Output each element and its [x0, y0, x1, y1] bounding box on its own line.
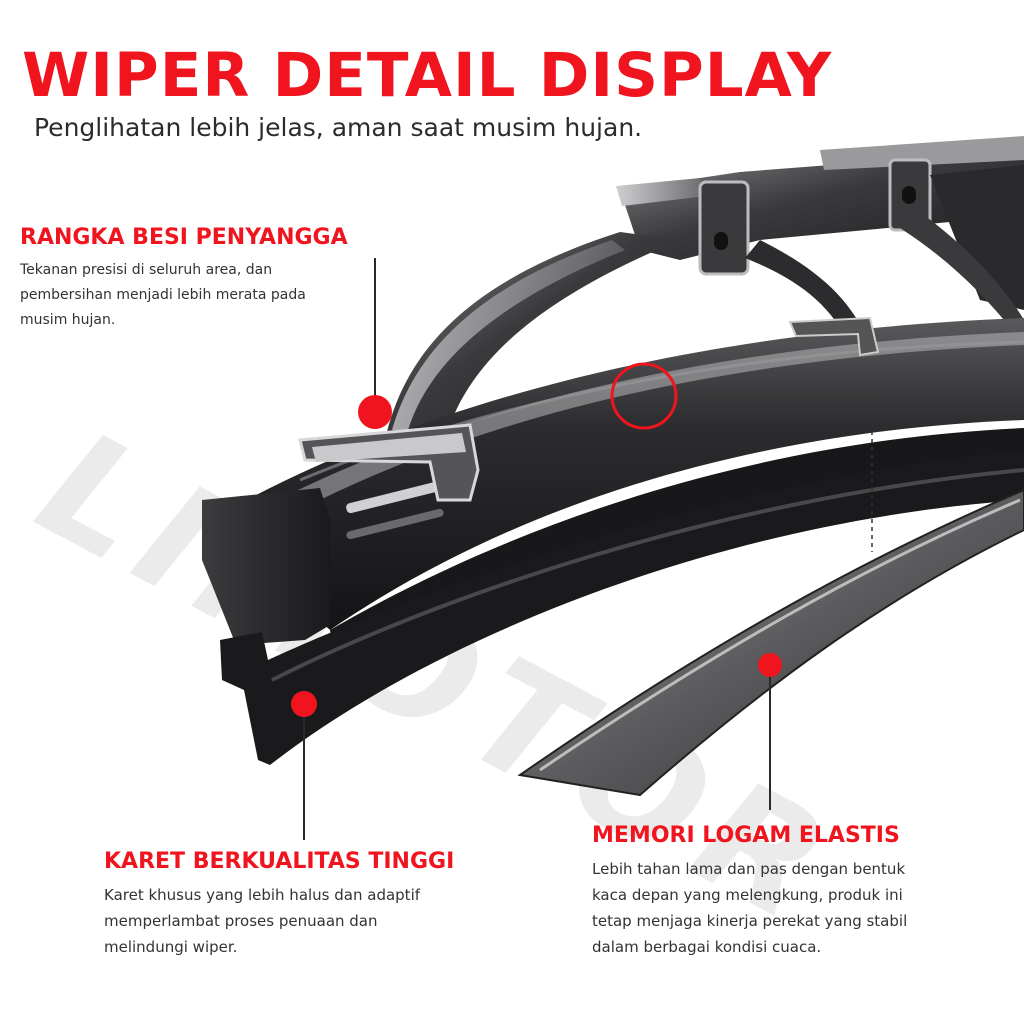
callout-metal: MEMORI LOGAM ELASTIS Lebih tahan lama da… [592, 822, 1002, 960]
callout-rubber-text: Karet khusus yang lebih halus dan adapti… [104, 882, 544, 960]
frame-marker-dot [358, 395, 392, 429]
callout-frame-line: musim hujan. [20, 312, 116, 328]
callout-rubber-line: memperlambat proses penuaan dan [104, 912, 378, 930]
zoom-highlight-circle [610, 362, 678, 430]
wiper-blade [202, 316, 1024, 690]
callout-rubber-line: Karet khusus yang lebih halus dan adapti… [104, 886, 421, 904]
callout-metal-line: dalam berbagai kondisi cuaca. [592, 938, 822, 956]
callout-metal-line: kaca depan yang melengkung, produk ini [592, 886, 903, 904]
callout-metal-text: Lebih tahan lama dan pas dengan bentuk k… [592, 856, 1002, 960]
callout-metal-line: tetap menjaga kinerja perekat yang stabi… [592, 912, 908, 930]
rubber-squeegee [220, 450, 1024, 765]
callout-frame: RANGKA BESI PENYANGGA Tekanan presisi di… [20, 224, 400, 333]
callout-frame-line: pembersihan menjadi lebih merata pada [20, 287, 306, 303]
callout-frame-title: RANGKA BESI PENYANGGA [20, 225, 348, 250]
callout-frame-text: Tekanan presisi di seluruh area, dan pem… [20, 258, 400, 333]
upper-bracket [616, 136, 1024, 310]
callout-frame-line: Tekanan presisi di seluruh area, dan [20, 262, 273, 278]
metal-marker-dot [758, 653, 782, 677]
callout-rubber: KARET BERKUALITAS TINGGI Karet khusus ya… [104, 848, 544, 960]
callout-metal-title: MEMORI LOGAM ELASTIS [592, 823, 900, 848]
page-title: WIPER DETAIL DISPLAY [22, 40, 833, 111]
callout-rubber-title: KARET BERKUALITAS TINGGI [104, 849, 455, 874]
callout-metal-line: Lebih tahan lama dan pas dengan bentuk [592, 860, 906, 878]
page-subtitle: Penglihatan lebih jelas, aman saat musim… [34, 113, 643, 142]
callout-rubber-line: melindungi wiper. [104, 938, 238, 956]
rubber-marker-dot [291, 691, 317, 717]
